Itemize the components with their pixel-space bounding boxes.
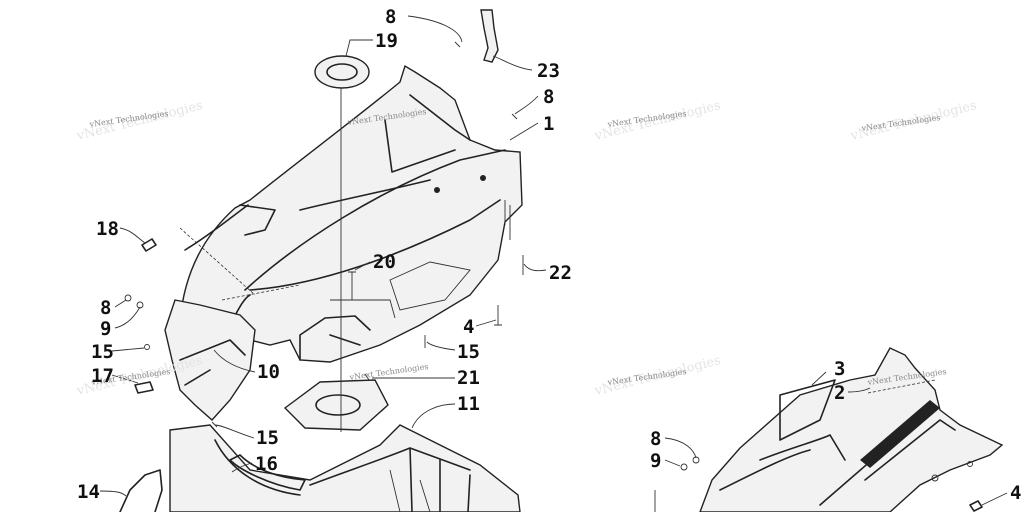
callout-number: 21: [457, 367, 480, 389]
callout-labels: 8 19 23 8 1 18 20 22 8 9 4 15 10 15 17 2…: [77, 6, 1021, 504]
callout-number: 4: [1010, 482, 1021, 504]
callout-number: 2: [834, 382, 845, 404]
right-leader-lines: [664, 371, 1008, 506]
callout-number: 20: [373, 251, 396, 273]
callout-number: 4: [463, 316, 474, 338]
callout-number: 8: [100, 297, 111, 319]
callout-number: 23: [537, 60, 560, 82]
upper-shell-part: [179, 64, 523, 363]
callout-number: 9: [100, 318, 111, 340]
right-hood-part: [654, 347, 1004, 512]
callout-number: 15: [457, 341, 480, 363]
callout-number: 19: [375, 30, 398, 52]
callout-number: 8: [543, 86, 554, 108]
callout-number: 3: [834, 358, 845, 380]
ring-seal-part: [314, 55, 370, 89]
callout-number: 22: [549, 262, 572, 284]
callout-number: 15: [256, 427, 279, 449]
callout-number: 8: [385, 6, 396, 28]
fasteners: [124, 41, 524, 491]
side-panel-part: [164, 299, 256, 421]
callout-number: 18: [96, 218, 119, 240]
callout-number: 10: [257, 361, 280, 383]
callout-number: 14: [77, 481, 100, 503]
callout-number: 15: [91, 341, 114, 363]
bracket-part: [480, 9, 499, 63]
plate-part: [283, 379, 389, 431]
callout-number: 11: [457, 393, 480, 415]
lower-tunnel-part: [119, 424, 521, 512]
callout-number: 16: [255, 453, 278, 475]
leader-lines: [99, 15, 547, 497]
callout-number: 17: [91, 365, 114, 387]
callout-number: 8: [650, 428, 661, 450]
callout-number: 9: [650, 450, 661, 472]
svg-text:vNext Technologies: vNext Technologies: [348, 362, 429, 382]
callout-number: 1: [543, 113, 554, 135]
